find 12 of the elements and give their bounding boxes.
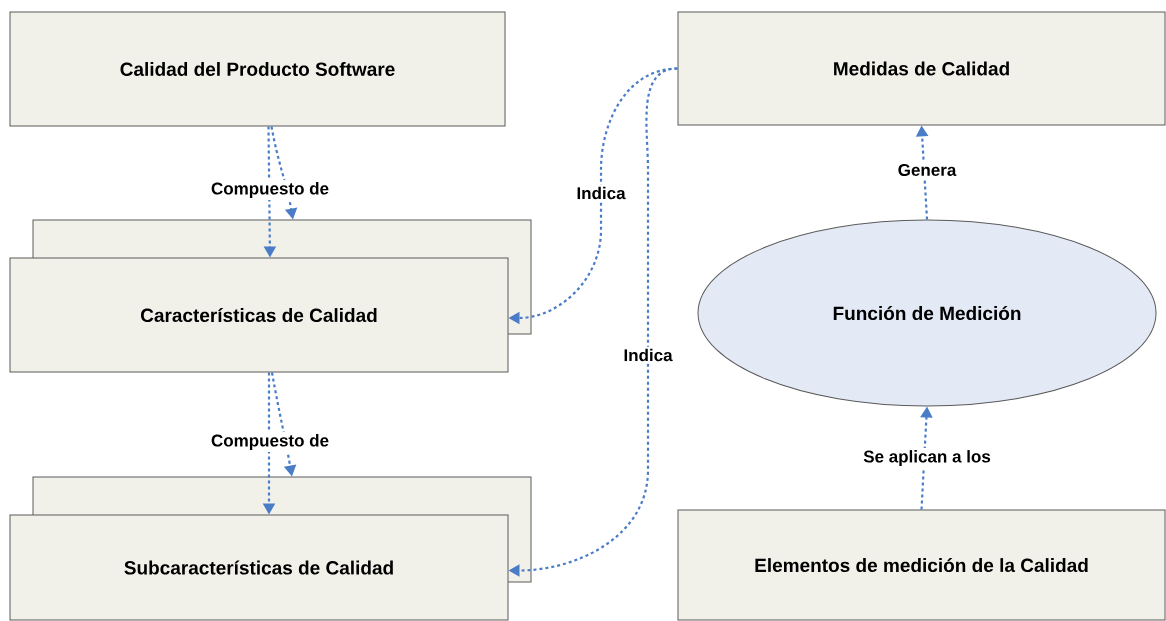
edge-label: Indica [574, 184, 628, 202]
process-box: Elementos de medición de la Calidad [677, 509, 1166, 621]
stacked-box: Subcaracterísticas de Calidad [9, 476, 532, 621]
edge-label: Compuesto de [208, 432, 332, 452]
edge-label: Se aplican a los [861, 448, 993, 468]
edge-label: Compuesto de [208, 180, 332, 200]
edge-label: Genera [895, 162, 959, 178]
process-box: Medidas de Calidad [677, 11, 1166, 126]
process-box: Calidad del Producto Software [9, 11, 506, 127]
stacked-box: Características de Calidad [9, 219, 532, 373]
edge-label: Indica [621, 346, 675, 364]
ellipse-node: Función de Medición [697, 219, 1157, 407]
